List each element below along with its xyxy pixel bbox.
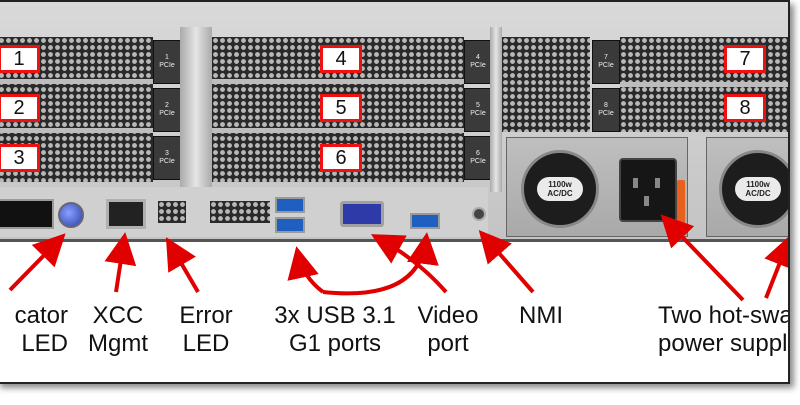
usb-port[interactable]: [275, 197, 305, 213]
callout-line: 3x USB 3.1: [274, 302, 396, 329]
nmi-button[interactable]: [472, 207, 486, 221]
psu-release-latch[interactable]: [677, 180, 685, 228]
psu-type: AC/DC: [547, 189, 573, 198]
arrow-nmi: [478, 229, 535, 294]
server-rear-diagram: 1 PCIe 2 PCIe 3 PCIe 4 PCIe 5 PCIe 6 PCI…: [0, 0, 790, 384]
callout-line: LED: [182, 330, 230, 357]
pcie-tab-text: PCIe: [159, 158, 175, 165]
pcie-tab-number: 8: [604, 102, 608, 109]
callout-line: Two hot-swa: [658, 302, 790, 329]
callout-line: Mgmt: [88, 330, 148, 357]
inlet-pin: [655, 178, 660, 188]
psu-fan-icon: 1100w AC/DC: [521, 150, 599, 228]
xcc-management-port[interactable]: [106, 199, 146, 229]
psu-rating: 1100w: [746, 180, 770, 189]
psu-type: AC/DC: [745, 189, 771, 198]
bay-label-3: 3: [0, 144, 40, 172]
callout-line: power suppl: [658, 330, 788, 357]
io-vent: [158, 201, 186, 223]
usb-port[interactable]: [410, 213, 440, 229]
pcie-tab-number: 6: [476, 150, 480, 157]
pcie-tab-3: 3 PCIe: [153, 136, 181, 180]
pcie-tab-number: 1: [165, 54, 169, 61]
pcie-tab-text: PCIe: [470, 62, 486, 69]
arrow-xcc: [104, 232, 137, 293]
pcie-tab-number: 5: [476, 102, 480, 109]
callout-arrows: [8, 214, 788, 302]
pcie-tab-number: 2: [165, 102, 169, 109]
callout-nmi: NMI: [506, 302, 576, 330]
bay-label-7: 7: [724, 45, 766, 73]
io-vent: [210, 201, 270, 223]
pcie-tab-text: PCIe: [159, 110, 175, 117]
callout-line: LED: [21, 330, 68, 357]
inlet-pin: [644, 196, 649, 206]
video-port[interactable]: [340, 201, 384, 227]
arrow-psu-1: [660, 214, 745, 302]
callout-line: G1 ports: [288, 330, 382, 357]
pcie-tab-4: 4 PCIe: [464, 40, 492, 84]
psu-rating: 1100w: [548, 180, 572, 189]
psu-rating-badge: 1100w AC/DC: [735, 177, 781, 201]
callout-indicator-led: cator LED: [0, 302, 68, 358]
callout-line: port: [427, 330, 469, 357]
pcie-tab-number: 7: [604, 54, 608, 61]
rear-io-panel: [0, 187, 488, 237]
inlet-pin: [633, 178, 638, 188]
arrow-error-led: [165, 237, 200, 294]
callout-line: cator: [14, 302, 68, 329]
arrow-psu-2: [764, 234, 788, 299]
bay-label-1: 1: [0, 45, 40, 73]
bay-divider: [0, 128, 153, 133]
pcie-tab-text: PCIe: [598, 62, 614, 69]
ethernet-sfp-port[interactable]: [0, 199, 54, 229]
power-supply-2: 1100w AC/DC: [706, 137, 788, 237]
pcie-tab-text: PCIe: [470, 158, 486, 165]
pcie-tab-text: PCIe: [598, 110, 614, 117]
pcie-tab-text: PCIe: [470, 110, 486, 117]
callout-line: Video: [417, 302, 479, 329]
callout-usb-ports: 3x USB 3.1 G1 ports: [260, 302, 410, 358]
callout-line: NMI: [519, 302, 563, 329]
callout-xcc-mgmt: XCC Mgmt: [78, 302, 158, 358]
bay-label-4: 4: [320, 45, 362, 73]
arrow-indicator-led: [8, 233, 66, 292]
psu-rating-badge: 1100w AC/DC: [537, 177, 583, 201]
callout-line: Error: [179, 302, 233, 329]
pcie-tab-number: 3: [165, 150, 169, 157]
power-supply-1: 1100w AC/DC: [506, 137, 688, 237]
system-id-button-icon[interactable]: [58, 202, 84, 228]
pcie-tab-6: 6 PCIe: [464, 136, 492, 180]
bay-label-8: 8: [724, 94, 766, 122]
pcie-tab-text: PCIe: [159, 62, 175, 69]
usb-port[interactable]: [275, 217, 305, 233]
psu-fan-icon: 1100w AC/DC: [719, 150, 788, 228]
arrow-usb-2: [322, 232, 439, 296]
bay-divider: [212, 79, 464, 84]
callout-error-led: Error LED: [166, 302, 246, 358]
server-chassis-rear: 1 PCIe 2 PCIe 3 PCIe 4 PCIe 5 PCIe 6 PCI…: [0, 2, 788, 242]
pcie-tab-2: 2 PCIe: [153, 88, 181, 132]
power-inlet-icon: [619, 158, 677, 222]
bay-label-6: 6: [320, 144, 362, 172]
bay-label-5: 5: [320, 94, 362, 122]
bay-divider: [0, 79, 153, 84]
callout-video-port: Video port: [408, 302, 488, 358]
pcie-tab-8: 8 PCIe: [592, 88, 620, 132]
callout-power-supplies: Two hot-swa power suppl: [658, 302, 788, 358]
arrow-usb-1: [287, 246, 325, 294]
bay-label-2: 2: [0, 94, 40, 122]
arrow-video: [370, 234, 448, 294]
riser-divider: [180, 27, 212, 192]
bay-divider: [212, 128, 464, 133]
pcie-tab-number: 4: [476, 54, 480, 61]
bay-divider: [620, 82, 788, 87]
pcie-tab-7: 7 PCIe: [592, 40, 620, 84]
chassis-vent-right: [502, 37, 590, 132]
callout-line: XCC: [92, 302, 144, 329]
riser-divider: [490, 27, 502, 192]
